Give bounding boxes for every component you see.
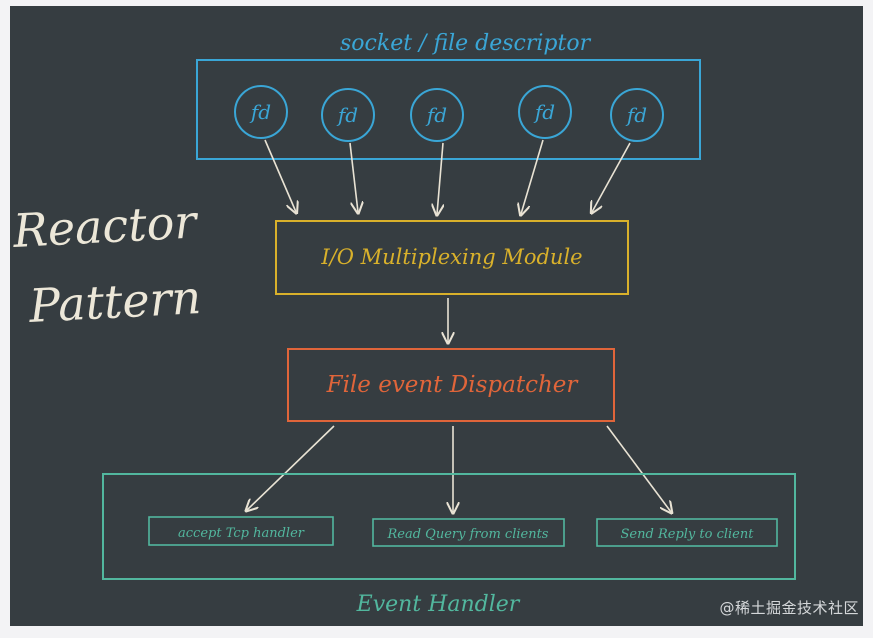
accept-handler-label: accept Tcp handler xyxy=(178,526,305,541)
accept-handler-box xyxy=(148,516,334,546)
chalkboard-background xyxy=(10,6,863,626)
event-handler-label: Event Handler xyxy=(356,592,521,617)
event-handler-group-box xyxy=(102,473,796,580)
arrow-fd3-to-multiplexer xyxy=(437,142,443,214)
arrow-fd4-to-multiplexer xyxy=(521,139,544,214)
arrow-fd2-to-multiplexer xyxy=(349,142,358,212)
reply-handler-label: Send Reply to client xyxy=(621,527,755,542)
fd-node-4: fd xyxy=(518,85,572,139)
socket-box xyxy=(196,59,701,160)
reply-handler-box xyxy=(596,518,778,547)
fd-label: fd xyxy=(425,103,447,127)
dispatcher-label: File event Dispatcher xyxy=(326,372,580,398)
fd-node-1: fd xyxy=(234,85,288,139)
fd-node-5: fd xyxy=(610,88,664,142)
read-handler-box xyxy=(372,518,565,547)
fd-node-2: fd xyxy=(321,88,375,142)
fd-label: fd xyxy=(336,103,358,127)
fd-label: fd xyxy=(533,100,555,124)
side-title-line-1: Reactor xyxy=(11,194,201,258)
multiplexer-box xyxy=(275,220,629,295)
side-title-line-2: Pattern xyxy=(27,270,203,333)
dispatcher-box xyxy=(287,348,615,422)
arrow-fd1-to-multiplexer xyxy=(264,139,296,212)
multiplexer-label: I/O Multiplexing Module xyxy=(320,245,582,269)
read-handler-label: Read Query from clients xyxy=(387,527,549,542)
arrow-dispatcher-to-accept-handler xyxy=(247,425,335,510)
fd-label: fd xyxy=(625,103,647,127)
watermark: @稀土掘金技术社区 xyxy=(719,599,859,617)
arrow-dispatcher-to-reply-handler xyxy=(606,425,671,512)
fd-label: fd xyxy=(249,100,271,124)
socket-label: socket / file descriptor xyxy=(340,31,592,56)
fd-node-3: fd xyxy=(410,88,464,142)
arrow-fd5-to-multiplexer xyxy=(592,142,631,212)
